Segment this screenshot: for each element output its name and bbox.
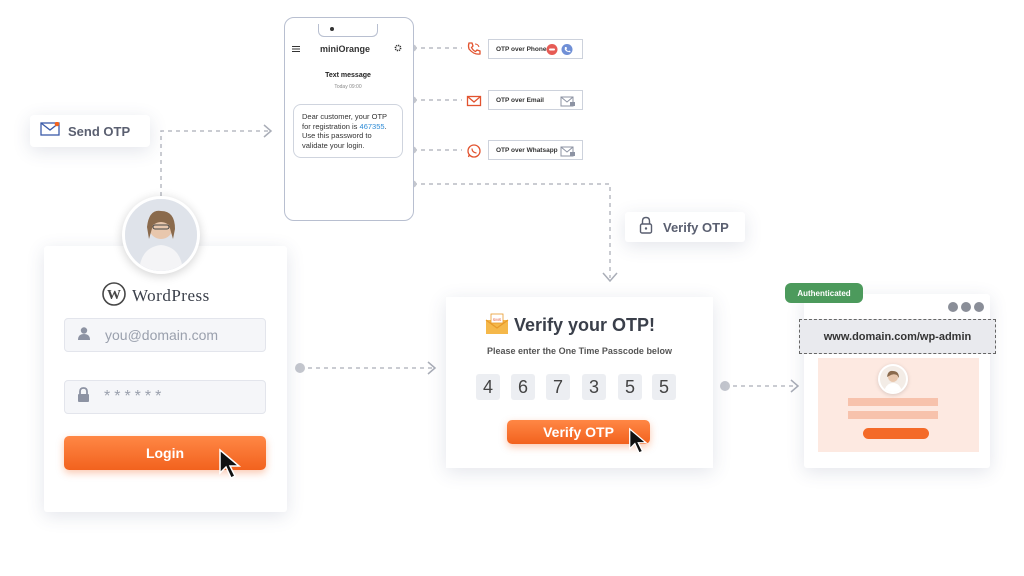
otp-digit[interactable]: 7 (546, 374, 570, 400)
otp-digit[interactable]: 4 (476, 374, 500, 400)
otp-digit[interactable]: 5 (652, 374, 676, 400)
whatsapp-icon (466, 143, 482, 159)
window-dot (961, 302, 971, 312)
send-otp-label: Send OTP (68, 123, 131, 139)
message-date: Today 09:00 (334, 84, 362, 90)
miniorange-logo: miniOrange (320, 44, 371, 54)
verify-otp-label: Verify OTP (663, 219, 729, 235)
sms-envelope-icon: SMS (485, 313, 509, 340)
verify-otp-tag: Verify OTP (625, 212, 745, 242)
channel-otp-whatsapp: OTP over Whatsapp (488, 140, 583, 160)
message-text: Dear customer, your OTP for registration… (302, 112, 387, 131)
wordpress-wordmark: WordPress (132, 286, 210, 305)
channel-label: OTP over Phone (496, 45, 547, 53)
user-icon (77, 326, 91, 345)
admin-avatar (878, 364, 908, 394)
send-otp-connector (160, 130, 268, 196)
email-field[interactable]: you@domain.com (64, 318, 266, 352)
verify-otp-button[interactable]: Verify OTP (507, 420, 650, 444)
phone-icon (466, 41, 482, 57)
user-avatar (122, 196, 200, 274)
envelope-lock-icon (560, 94, 576, 110)
email-icon (466, 93, 482, 109)
admin-action-button[interactable] (863, 428, 929, 439)
verify-subtitle: Please enter the One Time Passcode below (487, 346, 672, 356)
placeholder-bar (848, 411, 938, 419)
otp-digit[interactable]: 5 (618, 374, 642, 400)
arrow-head (790, 379, 800, 393)
email-placeholder: you@domain.com (105, 327, 219, 343)
window-dot (974, 302, 984, 312)
envelope-lock-icon (560, 144, 576, 160)
cursor-icon (628, 427, 652, 460)
wordpress-icon: W (102, 281, 126, 311)
lock-icon (639, 216, 653, 239)
channel-label: OTP over Whatsapp (496, 146, 558, 154)
otp-digit[interactable]: 6 (511, 374, 535, 400)
message-text-end: . Use this password to validate your log… (302, 121, 387, 150)
svg-text:SMS: SMS (493, 317, 502, 322)
call-buttons-icon (546, 43, 576, 58)
wordpress-brand: W WordPress (102, 281, 210, 311)
otp-code: 467355 (359, 121, 385, 131)
sms-message: Dear customer, your OTP for registration… (293, 104, 403, 158)
envelope-icon (40, 121, 60, 141)
connector-dot (720, 381, 730, 391)
verify-title: Verify your OTP! (514, 315, 656, 335)
password-field[interactable]: ****** (64, 380, 266, 414)
arrow-head (602, 272, 618, 283)
url-bar[interactable]: www.domain.com/wp-admin (799, 319, 996, 354)
cursor-icon (218, 448, 246, 485)
channel-otp-phone: OTP over Phone (488, 39, 583, 59)
camera-icon (330, 27, 334, 31)
arrow-head (263, 124, 273, 138)
message-title: Text message (325, 72, 371, 79)
channel-label: OTP over Email (496, 96, 544, 104)
menu-icon (292, 44, 300, 54)
phone-notch (318, 24, 378, 37)
window-dot (948, 302, 958, 312)
gear-icon (394, 44, 402, 54)
otp-digit[interactable]: 3 (582, 374, 606, 400)
placeholder-bar (848, 398, 938, 406)
password-mask: ****** (104, 388, 166, 405)
channel-otp-email: OTP over Email (488, 90, 583, 110)
arrow-head (427, 361, 437, 375)
lock-icon (77, 387, 90, 407)
send-otp-tag: Send OTP (30, 115, 150, 147)
verify-connector (413, 183, 611, 278)
svg-text:W: W (107, 288, 121, 303)
connector-dot (295, 363, 305, 373)
authenticated-badge: Authenticated (785, 283, 863, 303)
